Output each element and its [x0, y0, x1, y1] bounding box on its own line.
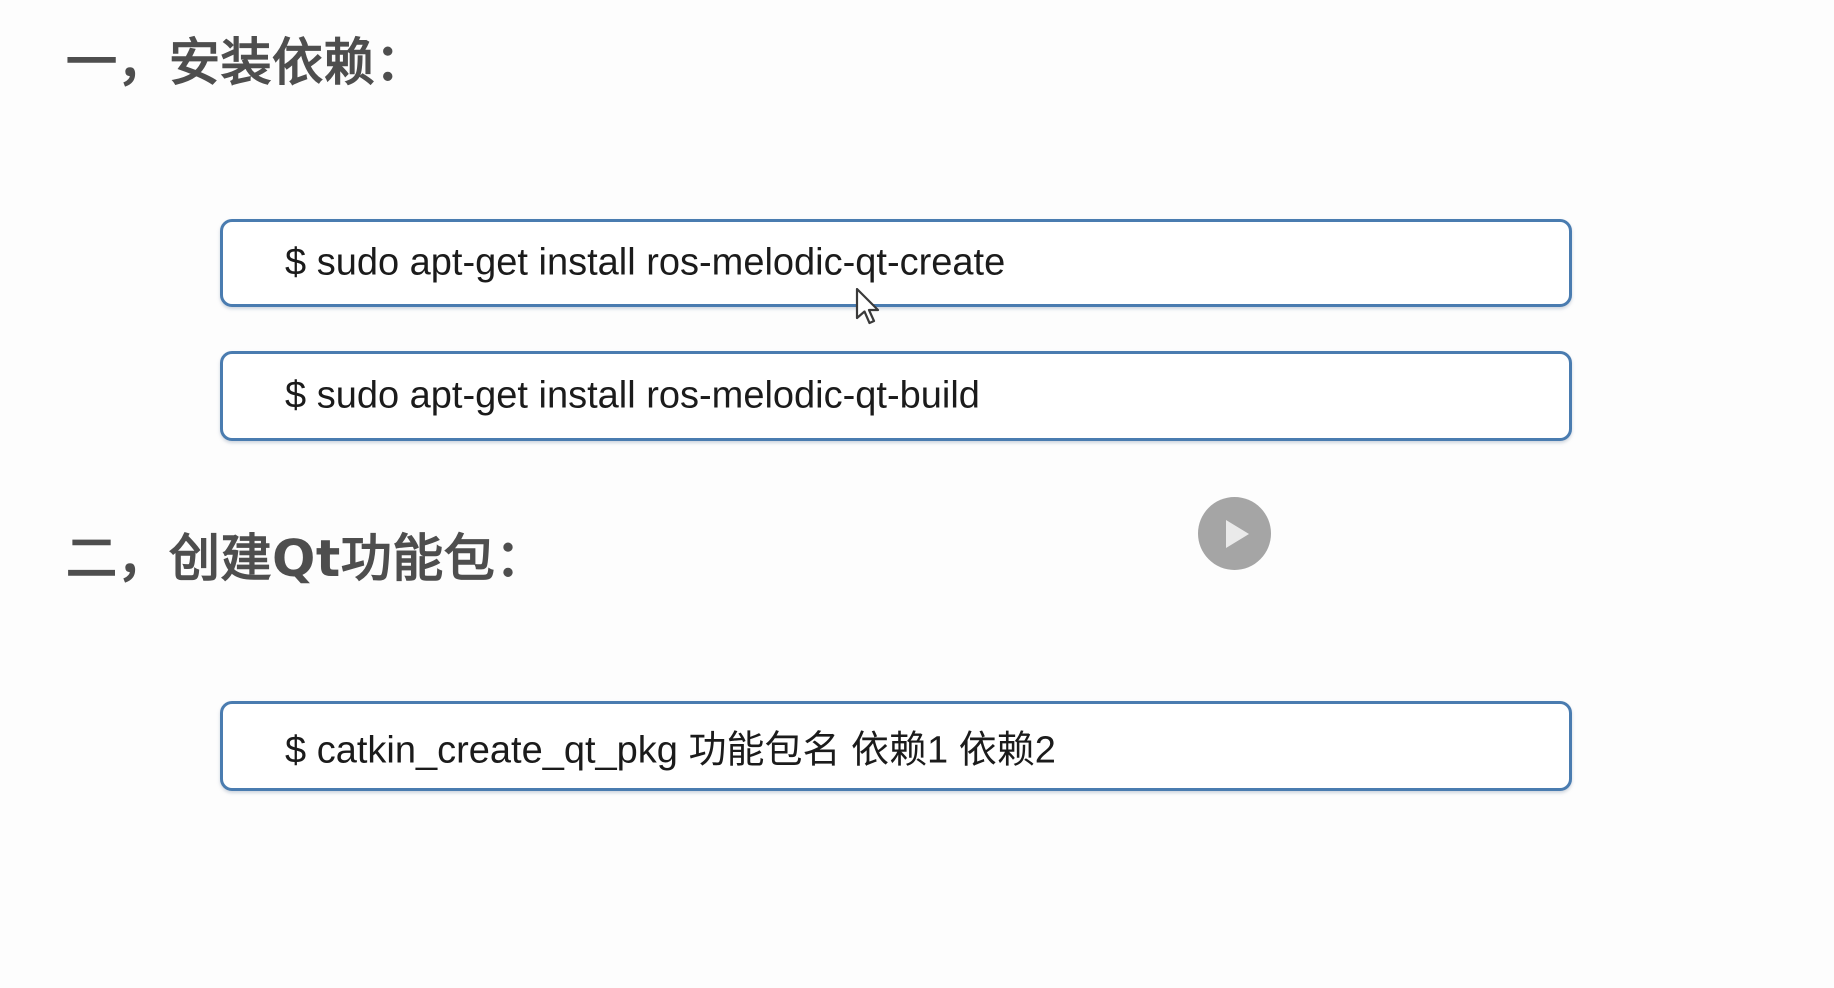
command-box-apt-get-qt-build[interactable]: $ sudo apt-get install ros-melodic-qt-bu… — [220, 351, 1572, 441]
command-box-apt-get-qt-create[interactable]: $ sudo apt-get install ros-melodic-qt-cr… — [220, 219, 1572, 307]
play-button[interactable] — [1198, 497, 1271, 570]
section-heading-install-dependencies: 一，安装依赖： — [66, 34, 427, 93]
section-heading-create-qt-package: 二，创建Qt功能包： — [66, 530, 547, 589]
command-text: $ catkin_create_qt_pkg 功能包名 依赖1 依赖2 — [285, 729, 1056, 772]
command-text: $ sudo apt-get install ros-melodic-qt-bu… — [285, 374, 980, 417]
command-box-catkin-create-qt-pkg[interactable]: $ catkin_create_qt_pkg 功能包名 依赖1 依赖2 — [220, 701, 1572, 791]
play-triangle-icon — [1225, 519, 1249, 548]
command-text: $ sudo apt-get install ros-melodic-qt-cr… — [285, 241, 1006, 284]
